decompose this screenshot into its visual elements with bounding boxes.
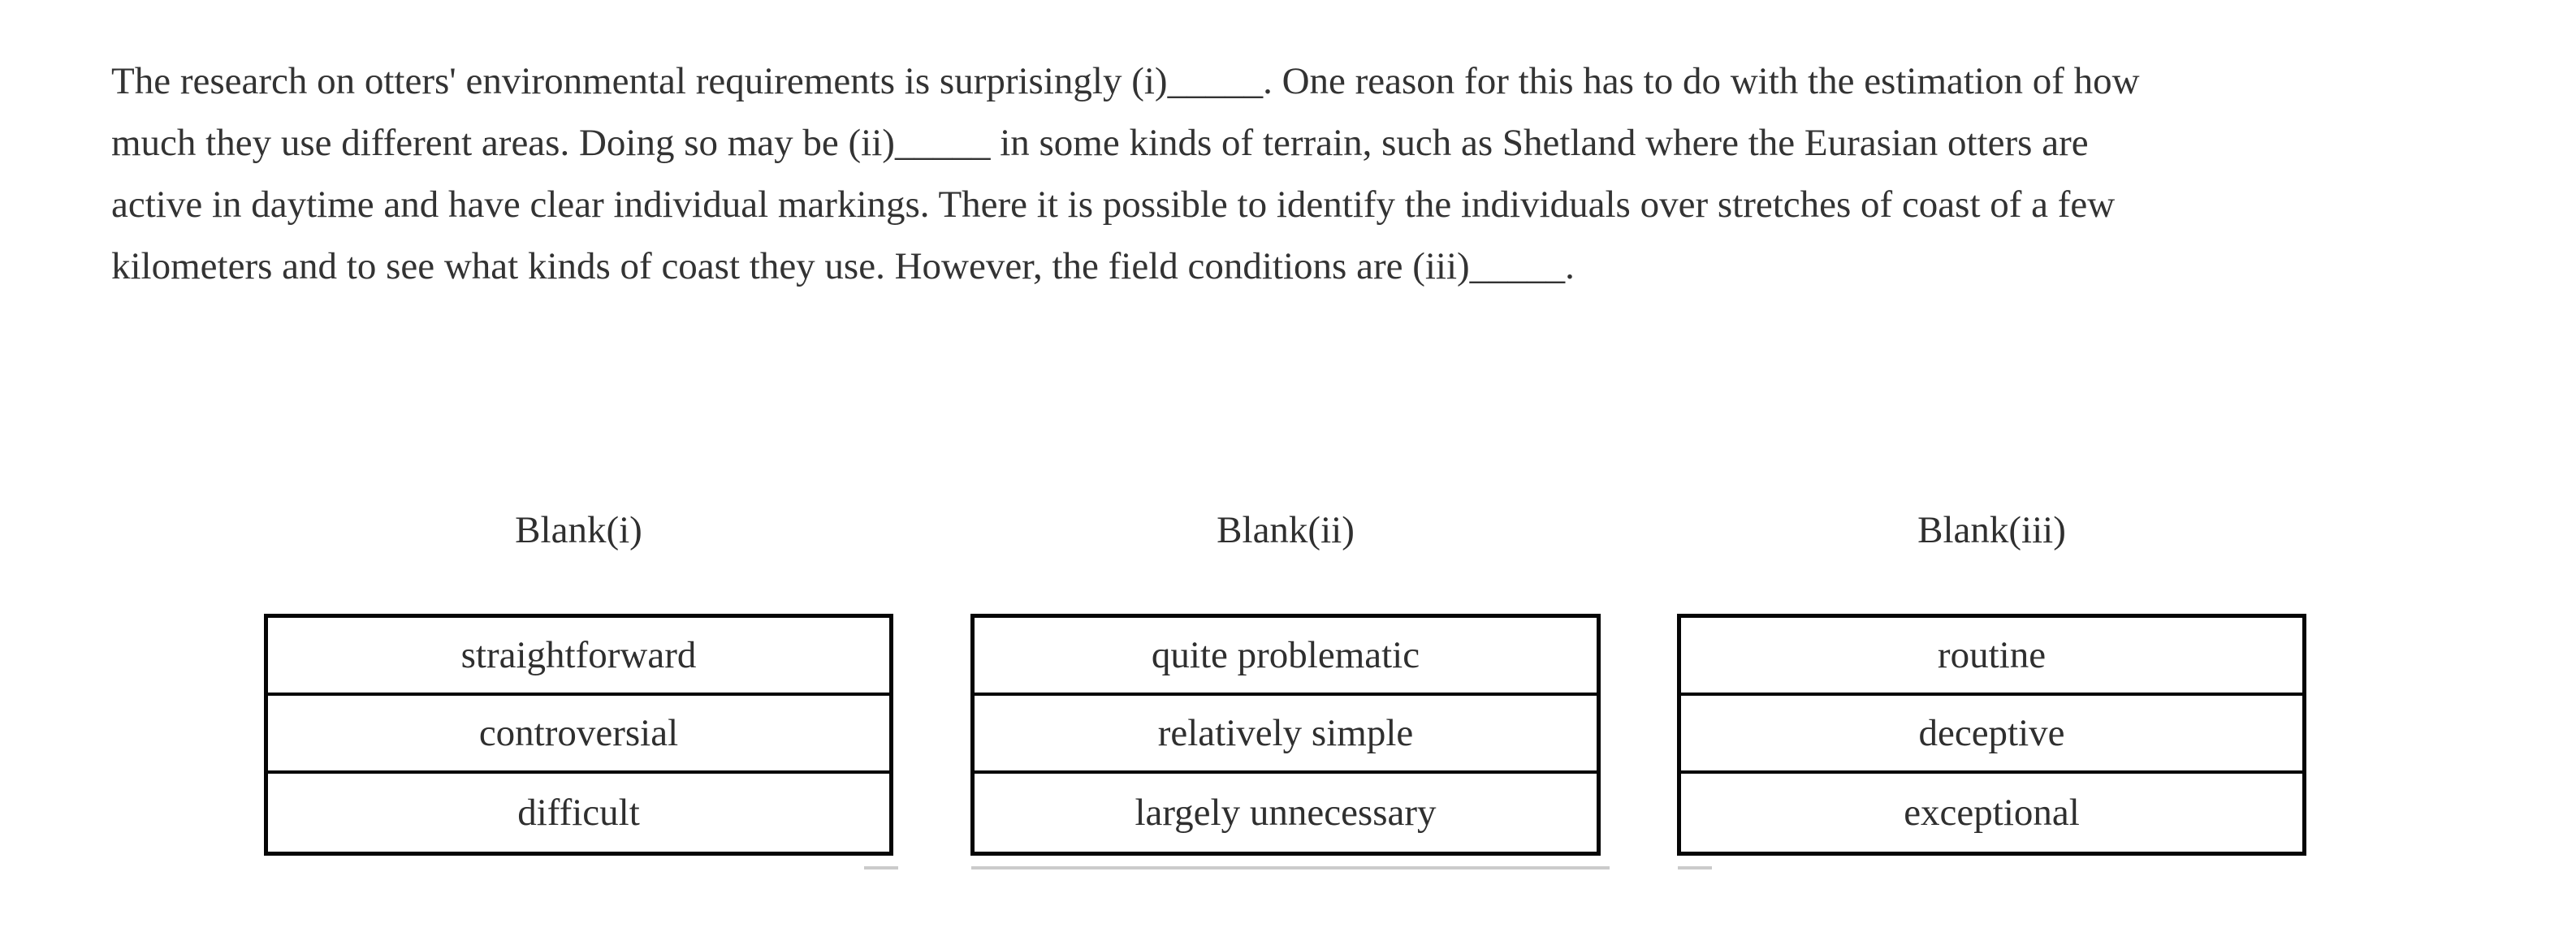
blank-i-options-table: straightforward controversial difficult [264, 614, 893, 856]
option-cell[interactable]: exceptional [1904, 792, 2080, 834]
option-cell[interactable]: routine [1681, 618, 2302, 696]
blank-iii-header: Blank(iii) [1917, 509, 2066, 551]
question-passage: The research on otters' environmental re… [111, 50, 2140, 297]
option-cell[interactable]: deceptive [1681, 696, 2302, 774]
option-cell[interactable]: largely unnecessary [1135, 792, 1437, 834]
blank-ii-header: Blank(ii) [1217, 509, 1355, 551]
blank-iii-options-table: routine deceptive exceptional [1677, 614, 2306, 856]
option-cell[interactable]: controversial [268, 696, 889, 774]
passage-line: much they use different areas. Doing so … [111, 122, 2089, 164]
option-cell[interactable]: quite problematic [975, 618, 1597, 696]
blank-ii-options-table: quite problematic relatively simple larg… [970, 614, 1601, 856]
table-shadow [1678, 866, 1712, 869]
option-cell[interactable]: straightforward [268, 618, 889, 696]
table-shadow [971, 866, 1610, 869]
passage-line: active in daytime and have clear individ… [111, 183, 2116, 226]
blank-iii-column: Blank(iii) routine deceptive exceptional [1677, 502, 2306, 856]
option-cell[interactable]: difficult [517, 792, 640, 834]
table-shadow [864, 866, 898, 869]
blank-ii-column: Blank(ii) quite problematic relatively s… [970, 502, 1601, 856]
blank-i-column: Blank(i) straightforward controversial d… [264, 502, 893, 856]
blank-i-header: Blank(i) [515, 509, 642, 551]
passage-line: The research on otters' environmental re… [111, 60, 2140, 102]
passage-line: kilometers and to see what kinds of coas… [111, 245, 1575, 287]
option-cell[interactable]: relatively simple [975, 696, 1597, 774]
